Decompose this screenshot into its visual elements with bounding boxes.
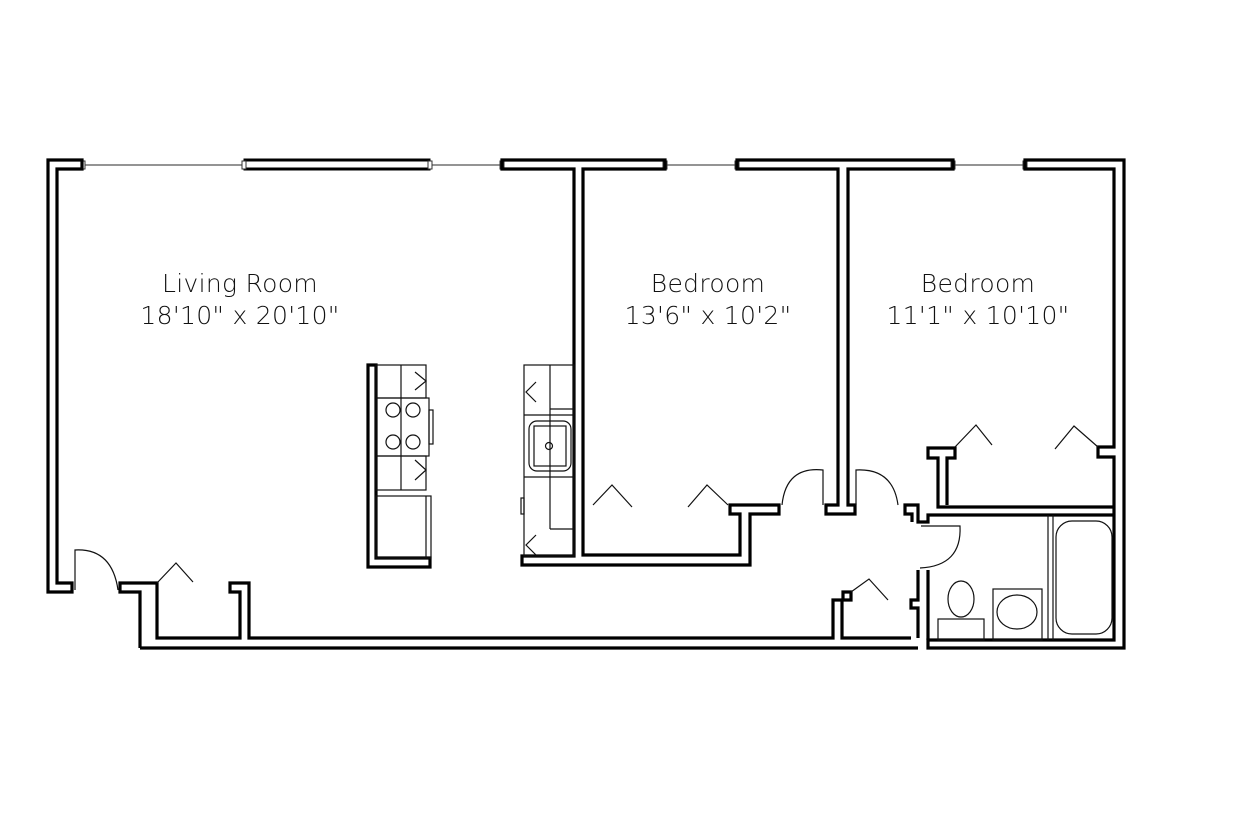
closet-doors	[156, 424, 1099, 601]
walls	[46, 158, 1126, 650]
bathroom-fixtures	[937, 515, 1113, 641]
room-dimensions: 11'1" x 10'10"	[886, 301, 1070, 330]
room-name: Living Room	[162, 269, 318, 298]
room-name: Bedroom	[650, 269, 766, 298]
room-dimensions: 13'6" x 10'2"	[624, 301, 792, 330]
room-dimensions: 18'10" x 20'10"	[140, 301, 340, 330]
room-name: Bedroom	[920, 269, 1036, 298]
swing-doors	[74, 469, 961, 591]
kitchen-counter-sink	[520, 364, 575, 557]
room-label-bedroom-1: Bedroom 13'6" x 10'2"	[583, 268, 833, 332]
kitchen-island	[366, 363, 434, 569]
room-label-bedroom-2: Bedroom 11'1" x 10'10"	[853, 268, 1103, 332]
room-label-living-room: Living Room 18'10" x 20'10"	[110, 268, 370, 332]
